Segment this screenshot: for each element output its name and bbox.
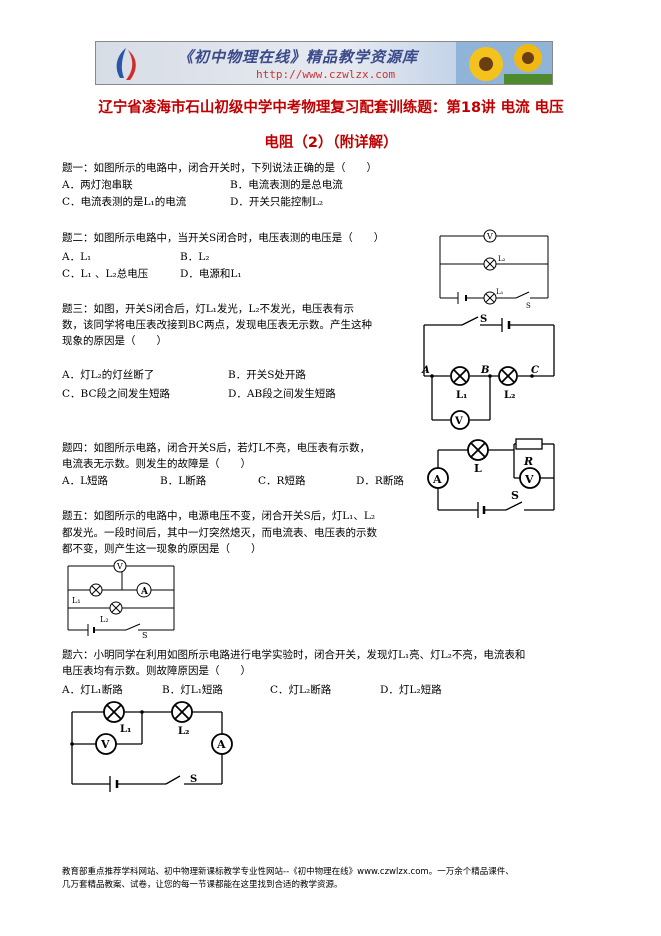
q1-stem: 题一：如图所示的电路中，闭合开关时，下列说法正确的是（ ） <box>62 162 377 174</box>
q5-stem-line1: 题五：如图所示的电路中，电源电压不变，闭合开关S后，灯L₁、L₂ <box>62 510 376 522</box>
q5-ammeter-label: A <box>140 587 149 597</box>
q4-resistor-label: R <box>523 455 533 468</box>
q2-circuit-diagram: V L₂ L₁ S <box>439 229 549 310</box>
q6-l1-label: L₁ <box>120 724 131 735</box>
q2-stem: 题二：如图所示电路中，当开关S闭合时，电压表测的电压是（ ） <box>62 232 385 244</box>
q5-switch-label: S <box>142 631 147 640</box>
q2-option-a: A．L₁ <box>62 251 92 263</box>
q1-option-a: A．两灯泡串联 <box>62 179 133 191</box>
q6-stem-line2: 电压表均有示数。则故障原因是（ ） <box>62 665 251 677</box>
page-footer: 教育部重点推荐学科网站、初中物理新课标教学专业性网站--《初中物理在线》www.… <box>62 866 602 892</box>
q3-stem-line2: 数，该同学将电压表改接到BC两点，发现电压表无示数。产生这种 <box>62 319 372 331</box>
q5-circuit-diagram: V A L₁ L₂ S <box>67 559 175 640</box>
q4-stem-line2: 电流表无示数。则发生的故障是（ ） <box>62 458 251 470</box>
q4-switch-label: S <box>511 489 519 502</box>
document-subtitle: 电阻（2）（附详解） <box>264 135 398 151</box>
q3-option-c: C．BC段之间发生短路 <box>62 388 170 400</box>
q2-option-b: B．L₂ <box>180 251 210 263</box>
q4-circuit-diagram: L R V A S <box>427 438 555 518</box>
q5-stem-line3: 都不变，则产生这一现象的原因是（ ） <box>62 543 262 555</box>
q4-option-d: D．R断路 <box>356 475 404 487</box>
q5-l1-label: L₁ <box>72 596 81 605</box>
q3-point-a-label: A <box>421 365 430 376</box>
q3-option-b: B．开关S处开路 <box>228 369 306 381</box>
q5-l2-label: L₂ <box>100 615 109 624</box>
q2-l2-label: L₂ <box>498 255 506 263</box>
q3-circuit-diagram: S A B C L₁ L₂ V <box>421 314 555 430</box>
header-banner: 《初中物理在线》精品教学资源库 http://www.czwlzx.com <box>95 41 553 85</box>
q3-option-a: A．灯L₂的灯丝断了 <box>62 369 155 381</box>
sunflower-image <box>456 42 552 84</box>
q2-l1-label: L₁ <box>496 288 504 296</box>
q4-stem-line1: 题四：如图所示电路，闭合开关S后，若灯L不亮，电压表有示数， <box>62 442 371 454</box>
q1-option-b: B．电流表测的是总电流 <box>230 179 343 191</box>
q3-l2-label: L₂ <box>504 390 515 401</box>
q4-lamp-label: L <box>474 462 482 475</box>
q1-option-d: D．开关只能控制L₂ <box>230 196 324 208</box>
q3-option-d: D．AB段之间发生短路 <box>228 388 336 400</box>
q3-l1-label: L₁ <box>456 390 467 401</box>
q3-point-c-label: C <box>531 365 539 376</box>
q6-stem-line1: 题六：小明同学在利用如图所示电路进行电学实验时，闭合开关，发现灯L₁亮、灯L₂不… <box>62 649 526 661</box>
q6-ammeter-label: A <box>216 738 226 751</box>
q6-option-c: C．灯L₂断路 <box>270 684 332 696</box>
q6-circuit-diagram: L₁ L₂ V A S <box>70 701 233 792</box>
q2-voltmeter-label: V <box>486 232 493 241</box>
q4-option-c: C．R短路 <box>258 475 306 487</box>
banner-title: 《初中物理在线》精品教学资源库 <box>178 48 419 66</box>
q3-point-b-label: B <box>480 365 489 376</box>
q3-switch-label: S <box>480 314 487 325</box>
q3-stem-line3: 现象的原因是（ ） <box>62 335 167 347</box>
q6-voltmeter-label: V <box>100 738 110 751</box>
q3-voltmeter-label: V <box>454 416 463 427</box>
q6-l2-label: L₂ <box>178 726 189 737</box>
q4-ammeter-label: A <box>432 473 442 486</box>
q3-stem-line1: 题三：如图，开关S闭合后，灯L₁发光，L₂不发光，电压表有示 <box>62 303 355 315</box>
q4-option-b: B．L断路 <box>160 475 207 487</box>
q5-stem-line2: 都发光。一段时间后，其中一灯突然熄灭，而电流表、电压表的示数 <box>62 527 377 539</box>
q6-option-b: B．灯L₁短路 <box>162 684 223 696</box>
q4-option-a: A．L短路 <box>62 475 109 487</box>
q5-voltmeter-label: V <box>116 562 123 571</box>
q4-voltmeter-label: V <box>524 473 534 486</box>
q6-option-d: D．灯L₂短路 <box>380 684 442 696</box>
site-logo-icon <box>116 48 136 80</box>
q2-option-c: C．L₁ 、L₂总电压 <box>62 268 149 280</box>
q6-option-a: A．灯L₁断路 <box>62 684 123 696</box>
footer-line2: 几万套精品教案、试卷，让您的每一节课都能在这里找到合适的教学资源。 <box>62 880 343 890</box>
banner-url[interactable]: http://www.czwlzx.com <box>256 68 396 81</box>
q6-switch-label: S <box>190 774 197 785</box>
document-title: 辽宁省凌海市石山初级中学中考物理复习配套训练题：第18讲 电流 电压 <box>98 100 564 116</box>
q1-option-c: C．电流表测的是L₁的电流 <box>62 196 187 208</box>
q2-switch-label: S <box>526 302 531 310</box>
footer-line1: 教育部重点推荐学科网站、初中物理新课标教学专业性网站--《初中物理在线》www.… <box>62 867 514 877</box>
q2-option-d: D．电源和L₁ <box>180 268 242 280</box>
